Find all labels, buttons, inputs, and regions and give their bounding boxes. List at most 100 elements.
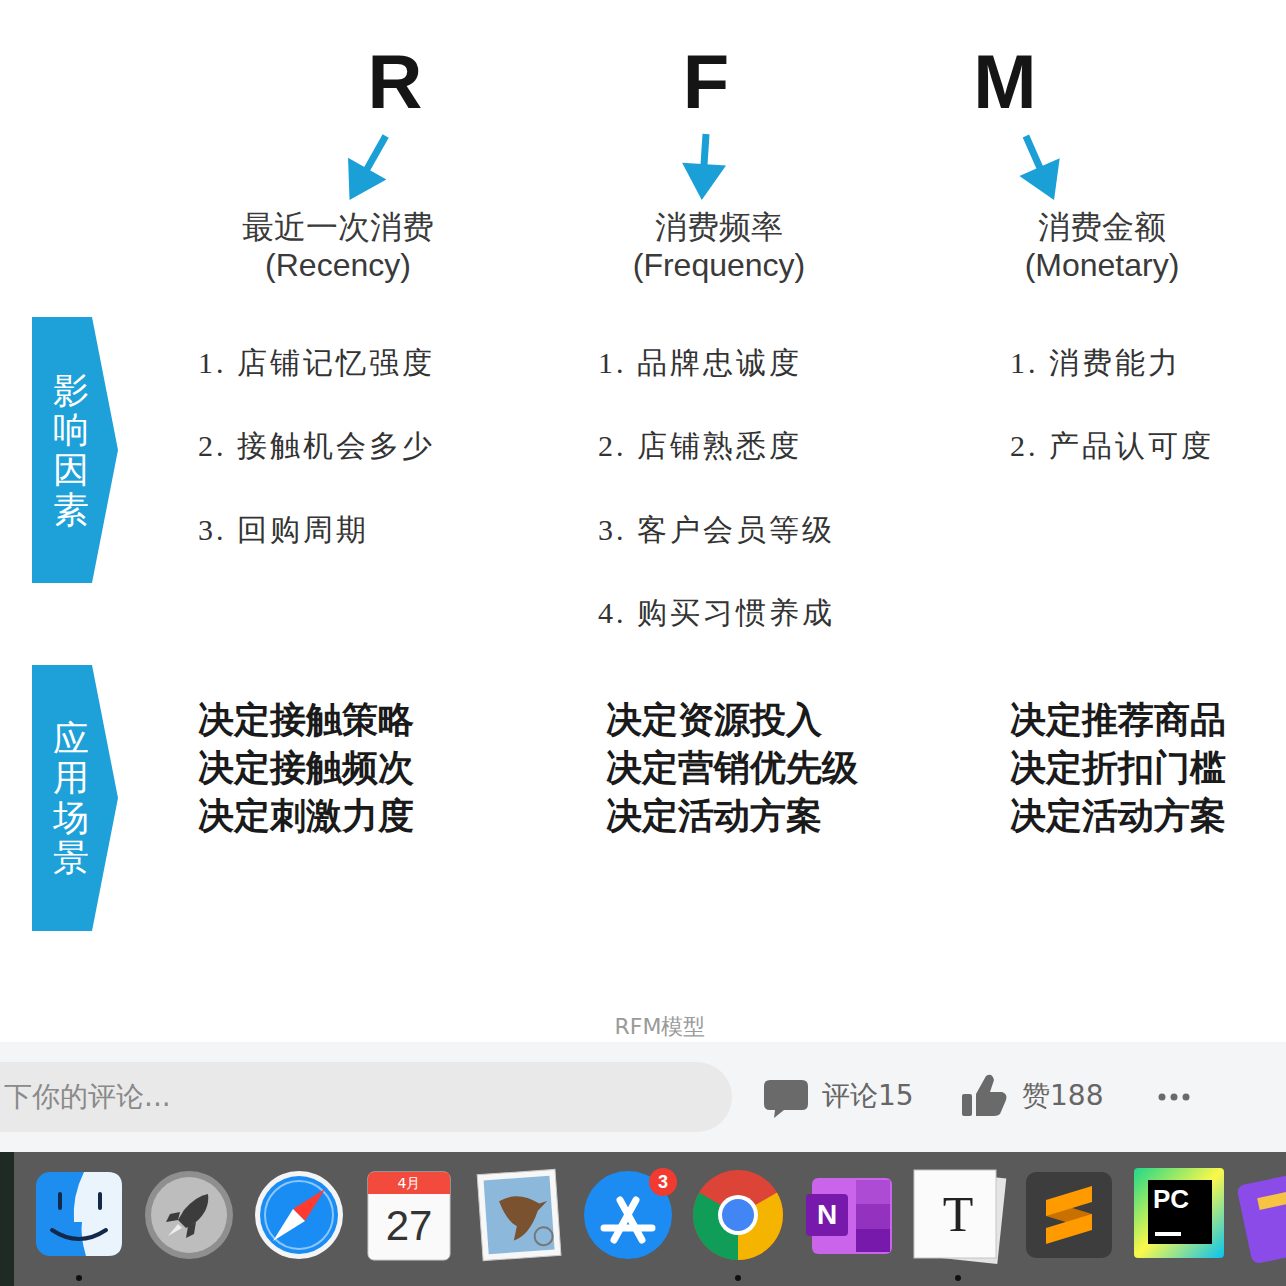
use-case: 决定折扣门槛 [1010,744,1226,792]
onenote-icon [812,1178,892,1254]
more-dot [1171,1094,1178,1101]
arrow-connector [682,134,726,200]
badge [649,1168,677,1196]
mail-icon [484,1176,555,1254]
node-text: (Recency) [242,246,434,284]
chrome-icon [718,1195,758,1235]
factor-item: 1. 店铺记忆强度 [198,345,435,381]
node-text: 消费金额 [1025,208,1180,246]
comment-input: 下你的评论... [0,1062,732,1132]
mail-icon [477,1169,561,1260]
band-shape [32,665,118,931]
node-text: F [683,44,729,120]
metric-heading: 消费金额(Monetary) [1025,208,1180,284]
use-case: 决定推荐商品 [1010,696,1226,744]
factor-item: 1. 消费能力 [1010,345,1181,381]
icon-letter: T [943,1189,974,1239]
badge-count: 3 [658,1173,668,1191]
launchpad-icon [178,1194,208,1228]
use-case: 决定接触频次 [198,744,414,792]
factor-item: 3. 回购周期 [198,512,369,548]
metric-heading: 最近一次消费(Recency) [242,208,434,284]
metric-letter: M [973,44,1036,120]
arrow-head [682,163,726,200]
use-case: 决定刺激力度 [198,792,414,840]
running-dot [735,1275,741,1281]
use-case: 决定接触策略 [198,696,414,744]
icon-letter: N [817,1201,837,1229]
chrome-icon [722,1199,754,1231]
mail-icon [534,1227,553,1246]
safari-icon [265,1181,333,1249]
safari-icon [273,1209,305,1241]
onenote-icon [856,1180,890,1204]
factor-item: 1. 品牌忠诚度 [598,345,802,381]
typora-icon [914,1170,996,1258]
node-text: 消费频率 [633,208,806,246]
figure-caption: RFM模型 [615,1015,706,1039]
use-case: 决定营销优先级 [606,744,858,792]
band-label: 应用场景 [53,719,89,877]
like-icon [976,1075,1007,1116]
metric-heading: 消费频率(Frequency) [633,208,806,284]
comment-stat: 评论15 [822,1079,914,1113]
appstore-icon [584,1171,672,1259]
more-dot [1159,1094,1166,1101]
finder-icon [74,1172,122,1256]
metric-letter: F [683,44,729,120]
comment-icon [764,1080,808,1118]
pycharm-icon [1134,1168,1224,1258]
calendar-icon [368,1172,450,1194]
running-dot [76,1275,82,1281]
node-text: (Frequency) [633,246,806,284]
finder-icon [58,1194,62,1208]
finder-icon [52,1230,106,1239]
node-text: M [973,44,1036,120]
arrow-shaft [1026,136,1041,171]
dock [0,1152,1286,1286]
mail-icon [499,1194,550,1241]
pycharm-icon [1155,1232,1181,1236]
node-text: R [368,44,423,120]
safari-icon [255,1171,343,1259]
onenote-icon [856,1204,890,1229]
band-shape [32,317,118,583]
arrow-head [1019,158,1059,200]
input-placeholder: 下你的评论... [4,1078,171,1116]
launchpad-icon [151,1177,227,1253]
like-icon [962,1094,972,1116]
factor-item: 2. 接触机会多少 [198,428,435,464]
app-icon [1257,1192,1286,1210]
launchpad-icon [186,1222,196,1238]
finder-icon [36,1172,122,1256]
pycharm-icon [1148,1180,1212,1244]
sublime-icon [1046,1186,1092,1216]
arrow-shaft [704,134,706,168]
sublime-icon [1046,1214,1092,1244]
use-case: 决定资源投入 [606,696,822,744]
calendar-day: 27 [386,1205,433,1247]
metric-letter: R [368,44,423,120]
calendar-icon [368,1172,450,1260]
onenote-icon [806,1194,848,1236]
node-text: (Monetary) [1025,246,1180,284]
arrow-head [348,158,386,200]
appstore-icon [604,1200,652,1240]
row-band: 应用场景 [32,665,118,931]
icon-letter: PC [1153,1186,1189,1212]
launchpad-icon [168,1224,182,1236]
band-label: 影响因素 [53,371,89,529]
comment-stat: 赞188 [1022,1079,1103,1113]
app-icon [1236,1174,1286,1265]
node-text: 最近一次消费 [242,208,434,246]
use-case: 决定活动方案 [1010,792,1226,840]
row-band: 影响因素 [32,317,118,583]
factor-item: 3. 客户会员等级 [598,512,835,548]
factor-item: 2. 店铺熟悉度 [598,428,802,464]
arrow-connector [348,136,386,200]
calendar-month: 4月 [398,1176,421,1190]
sublime-icon [1026,1172,1112,1258]
factor-item: 4. 购买习惯养成 [598,595,835,631]
launchpad-icon [166,1212,180,1222]
running-dot [955,1275,961,1281]
